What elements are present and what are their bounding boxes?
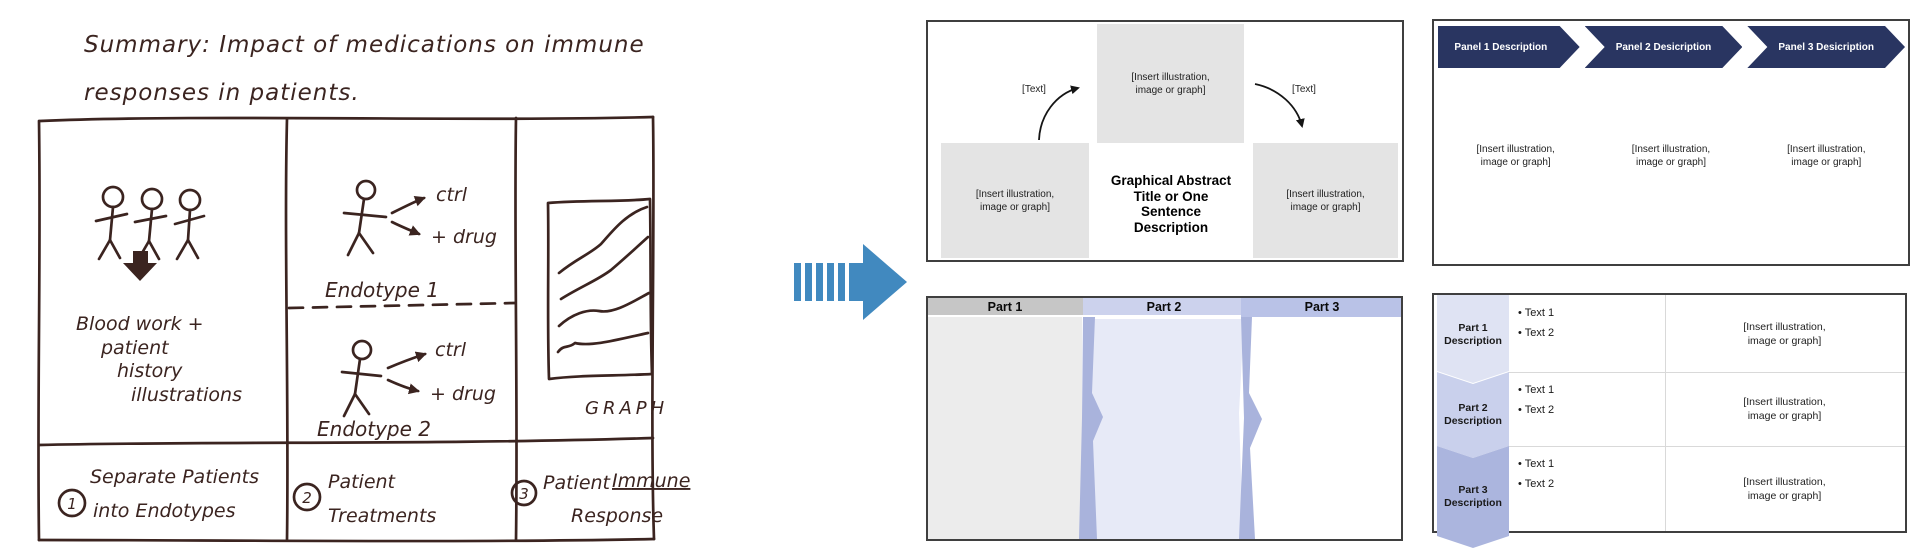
template-panel-flow-layout: Panel 1 Description Panel 2 Desicription… <box>1432 19 1910 266</box>
step1: 1 Separate Patients into Endotypes <box>57 466 259 522</box>
insert-placeholder-box: [Insert illustration, image or graph] <box>1253 143 1398 258</box>
curved-arrows <box>1038 83 1305 141</box>
drug-label-2: + drug <box>430 383 496 405</box>
panel1-chevron: Panel 1 Description <box>1438 26 1580 68</box>
insert-placeholder: [Insert illustration, image or graph] <box>1787 144 1866 168</box>
hand-drawn-summary-sketch: Summary: Impact of medications on immune… <box>37 32 690 543</box>
panel2-endotype1-figure <box>342 179 426 257</box>
step3: 3 Patient Immune Response <box>510 470 690 527</box>
panel1-caption-line3: history <box>117 360 183 382</box>
panel1-caption-line1: Blood work + <box>76 313 204 335</box>
panel-insert-row: [Insert illustration, image or graph] [I… <box>1438 143 1904 169</box>
sketch-title-line2: responses in patients. <box>84 80 360 106</box>
table-column-divider <box>1665 295 1666 531</box>
insert-placeholder: [Insert illustration, image or graph] <box>1476 144 1555 168</box>
flow-arrow-icon <box>794 244 907 320</box>
part-columns-graphic: Part 1 Part 2 Part 3 <box>928 298 1401 539</box>
step2-line2: Treatments <box>328 505 436 527</box>
part3-description-chevron: Part 3 Description <box>1437 446 1509 548</box>
insert-placeholder-box: [Insert illustration, image or graph] <box>1097 24 1244 143</box>
down-arrow-icon <box>123 251 157 281</box>
template-cycle-layout: [Insert illustration, image or graph] [I… <box>926 20 1404 262</box>
table-row-divider <box>1508 372 1905 373</box>
arrow-down-right <box>1254 83 1305 128</box>
step2-line1: Patient <box>328 471 397 493</box>
panel2-chevron: Panel 2 Desicription <box>1585 26 1743 68</box>
part2-bullet-list: • Text 1 • Text 2 <box>1518 384 1555 416</box>
part2-description-chevron: Part 2 Description <box>1437 372 1509 458</box>
step3-number-circle <box>510 479 538 507</box>
step3-number: 3 <box>519 485 529 503</box>
template-part-columns-layout: Part 1 Part 2 Part 3 <box>926 296 1403 541</box>
step1-line1: Separate Patients <box>90 466 259 488</box>
abstract-title-placeholder: Graphical Abstract Title or One Sentence… <box>1110 173 1232 235</box>
step3-line2: Response <box>571 505 663 527</box>
part1-description-chevron: Part 1 Description <box>1437 295 1509 383</box>
step2-number-circle <box>292 482 322 512</box>
funnel-band-2 <box>1239 317 1262 539</box>
part2-header: Part 2 <box>1147 300 1182 314</box>
dashed-divider <box>287 301 517 310</box>
step3-line1: Patient <box>543 472 612 494</box>
part3-bullet-list: • Text 1 • Text 2 <box>1518 458 1555 490</box>
ctrl-label-2: ctrl <box>435 339 467 361</box>
insert-placeholder: [Insert illustration, image or graph] <box>1631 144 1711 168</box>
panel1-patients-figures <box>94 185 206 262</box>
panel-chevron-row: Panel 1 Description Panel 2 Desicription… <box>1438 26 1905 68</box>
panel3-chevron: Panel 3 Desicription <box>1747 26 1905 68</box>
text-label-left: [Text] <box>1022 84 1046 95</box>
sketch-title-line1: Summary: Impact of medications on immune <box>84 32 645 58</box>
step2-number: 2 <box>302 489 312 507</box>
endotype1-label: Endotype 1 <box>325 278 439 302</box>
insert-placeholder: [Insert illustration, image or graph] <box>1743 320 1826 347</box>
step1-number-circle <box>57 488 87 518</box>
step1-line2: into Endotypes <box>93 500 236 522</box>
panel1-caption-line4: illustrations <box>131 384 242 406</box>
part3-header: Part 3 <box>1305 300 1340 314</box>
template-part-table-layout: Part 1 Description Part 2 Description Pa… <box>1432 293 1907 533</box>
panel1-caption-line2: patient <box>100 337 170 359</box>
panel3-graph-drawing <box>546 197 654 381</box>
insert-placeholder-box: [Insert illustration, image or graph] <box>941 143 1089 258</box>
graph-label: GRAPH <box>585 398 668 419</box>
insert-placeholder: [Insert illustration, image or graph] <box>1743 396 1826 422</box>
part1-header: Part 1 <box>988 300 1023 314</box>
part1-column-body <box>928 317 1082 539</box>
funnel-band-1 <box>1079 317 1103 539</box>
endotype2-label: Endotype 2 <box>317 417 431 441</box>
part1-bullet-list: • Text 1 • Text 2 <box>1518 307 1555 339</box>
drug-label-1: + drug <box>431 226 497 248</box>
table-row-divider <box>1508 446 1905 447</box>
arrow-up-right <box>1038 85 1080 141</box>
ctrl-label-1: ctrl <box>436 184 468 206</box>
step3-line1-underlined: Immune <box>612 470 690 492</box>
part2-column-body <box>1090 319 1244 539</box>
sketch-table-frame <box>37 115 656 543</box>
panel2-endotype2-figure <box>340 339 427 418</box>
insert-placeholder: [Insert illustration, image or graph] <box>1743 475 1826 502</box>
text-label-right: [Text] <box>1292 84 1316 95</box>
step1-number: 1 <box>67 495 77 513</box>
step2: 2 Patient Treatments <box>292 471 436 527</box>
